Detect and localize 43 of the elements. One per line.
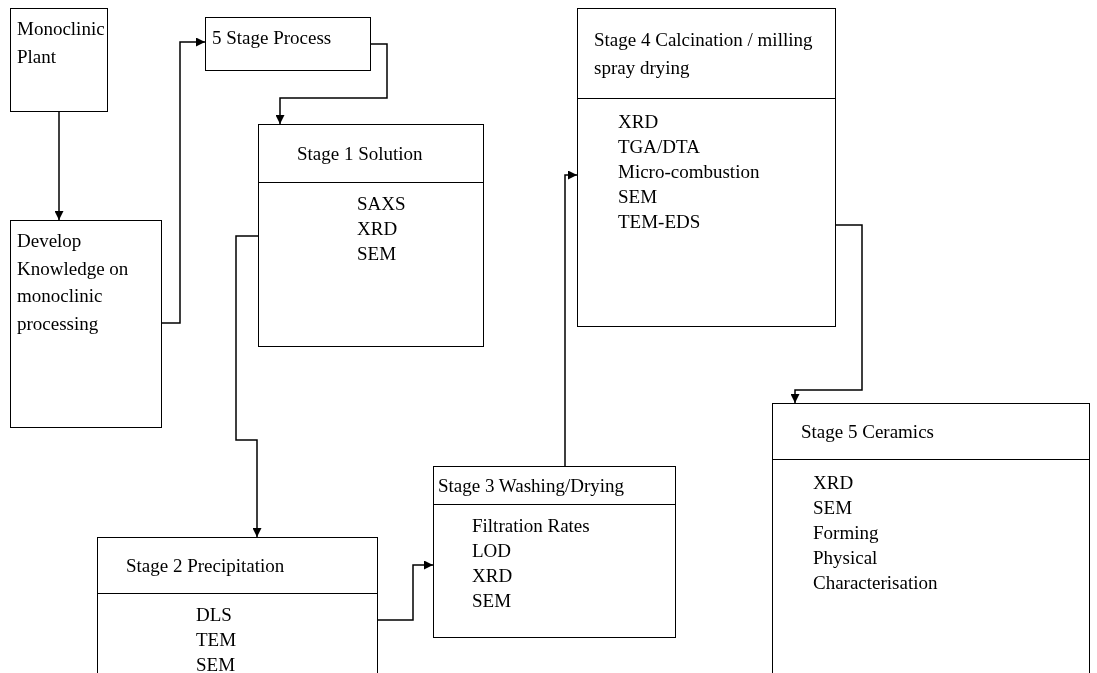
method-text: Micro-combustion bbox=[618, 160, 761, 185]
process-box bbox=[10, 8, 108, 112]
stage-heading: Stage 2 Precipitation bbox=[126, 553, 285, 578]
stage-box bbox=[97, 537, 378, 673]
method-text: LOD bbox=[472, 539, 513, 564]
method-text: Characterisation bbox=[813, 571, 939, 596]
box-text: Develop Knowledge on monoclinic processing bbox=[17, 230, 129, 334]
arrow bbox=[161, 37, 206, 324]
arrow bbox=[790, 224, 863, 404]
stage-box bbox=[577, 8, 836, 327]
arrow bbox=[564, 170, 578, 467]
method-text: XRD bbox=[618, 110, 660, 134]
arrow bbox=[235, 235, 262, 538]
stage-heading: Stage 5 Ceramics bbox=[801, 419, 934, 444]
stage-heading: Stage 4 Calcination / milling spray drying bbox=[594, 27, 814, 80]
box-text: 5 Stage Process bbox=[212, 27, 332, 48]
box-text: Monoclinic Plant bbox=[17, 18, 105, 67]
method-text: TGA/DTA bbox=[618, 135, 701, 160]
stage-heading: Stage 3 Washing/Drying bbox=[438, 473, 624, 498]
stage-box bbox=[433, 466, 676, 638]
method-text: SAXS bbox=[357, 192, 407, 216]
method-text: XRD bbox=[472, 564, 514, 589]
stage-heading: Stage 1 Solution bbox=[297, 141, 423, 166]
method-text: SEM bbox=[196, 652, 237, 673]
method-text: TEM bbox=[196, 627, 238, 652]
method-text: SEM bbox=[357, 242, 398, 267]
method-text: Physical bbox=[813, 546, 879, 571]
method-text: XRD bbox=[357, 217, 399, 242]
method-text: XRD bbox=[813, 471, 855, 495]
arrow bbox=[377, 560, 434, 621]
arrow bbox=[54, 111, 64, 221]
process-box bbox=[205, 17, 371, 71]
method-text: SEM bbox=[472, 589, 513, 614]
stage-box bbox=[772, 403, 1090, 673]
method-text: Forming bbox=[813, 521, 880, 546]
method-text: Filtration Rates bbox=[472, 514, 591, 538]
method-text: SEM bbox=[813, 496, 854, 521]
arrow bbox=[275, 43, 388, 125]
process-box bbox=[10, 220, 162, 428]
stage-box bbox=[258, 124, 484, 347]
method-text: SEM bbox=[618, 185, 659, 210]
method-text: DLS bbox=[196, 602, 233, 627]
method-text: TEM-EDS bbox=[618, 210, 702, 235]
